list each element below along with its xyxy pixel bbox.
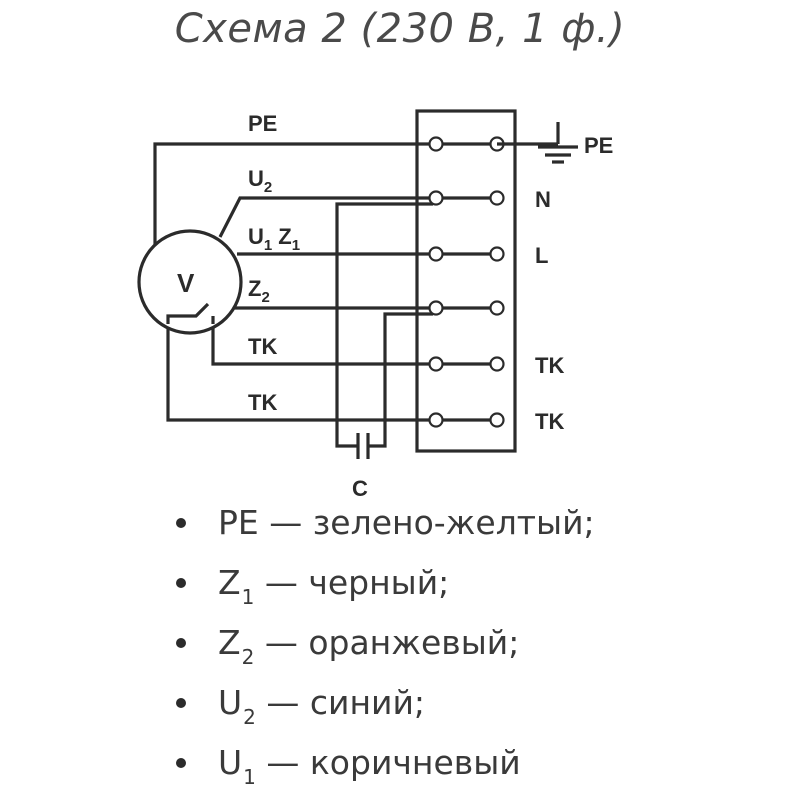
terminal-label-tk-upper: TK [535, 353, 564, 378]
terminal-screw [428, 246, 444, 262]
wire-u2 [218, 196, 436, 238]
motor-circle [137, 229, 243, 335]
terminal-label-tk-lower: TK [535, 409, 564, 434]
terminal-label-pe: PE [584, 133, 613, 158]
bullet-icon [176, 638, 186, 648]
wire-label-pe: PE [248, 111, 277, 136]
wire-pe [153, 142, 436, 258]
ground-icon [497, 122, 578, 164]
wire-capacitor-right [369, 307, 438, 448]
motor-label: V [177, 268, 195, 298]
terminal-label-n: N [535, 187, 551, 212]
terminal-screw [489, 190, 505, 206]
terminal-screw [489, 300, 505, 316]
terminal-screw [489, 412, 505, 428]
terminal-label-l: L [535, 243, 548, 268]
terminal-screw [428, 356, 444, 372]
diagram-title: Схема 2 (230 В, 1 ф.) [174, 6, 626, 52]
terminal-screw [428, 136, 444, 152]
wire-label-u2: U2 [248, 166, 272, 196]
legend-item: PE — зелено-желтый; [176, 498, 595, 558]
terminal-block [415, 109, 517, 453]
bullet-icon [176, 518, 186, 528]
legend-item: U2 — синий; [176, 678, 595, 738]
legend-item: U1 — коричневый [176, 738, 595, 798]
terminal-screw [489, 356, 505, 372]
wire-label-tk-lower: TK [248, 390, 277, 415]
bullet-icon [176, 698, 186, 708]
bullet-icon [176, 758, 186, 768]
terminal-screw [428, 412, 444, 428]
wire-tk-upper [211, 324, 436, 366]
terminal-screw [428, 190, 444, 206]
terminal-screw [489, 246, 505, 262]
legend-item: Z1 — черный; [176, 558, 595, 618]
thermal-contact-symbol [166, 302, 210, 324]
terminal-screw [428, 300, 444, 316]
wire-tk-lower [166, 324, 436, 422]
wire-label-z2: Z2 [248, 276, 270, 306]
color-legend: PE — зелено-желтый; Z1 — черный; Z2 — ор… [176, 498, 595, 798]
bullet-icon [176, 578, 186, 588]
legend-item: Z2 — оранжевый; [176, 618, 595, 678]
wire-label-tk-upper: TK [248, 334, 277, 359]
capacitor-label: C [352, 476, 368, 501]
